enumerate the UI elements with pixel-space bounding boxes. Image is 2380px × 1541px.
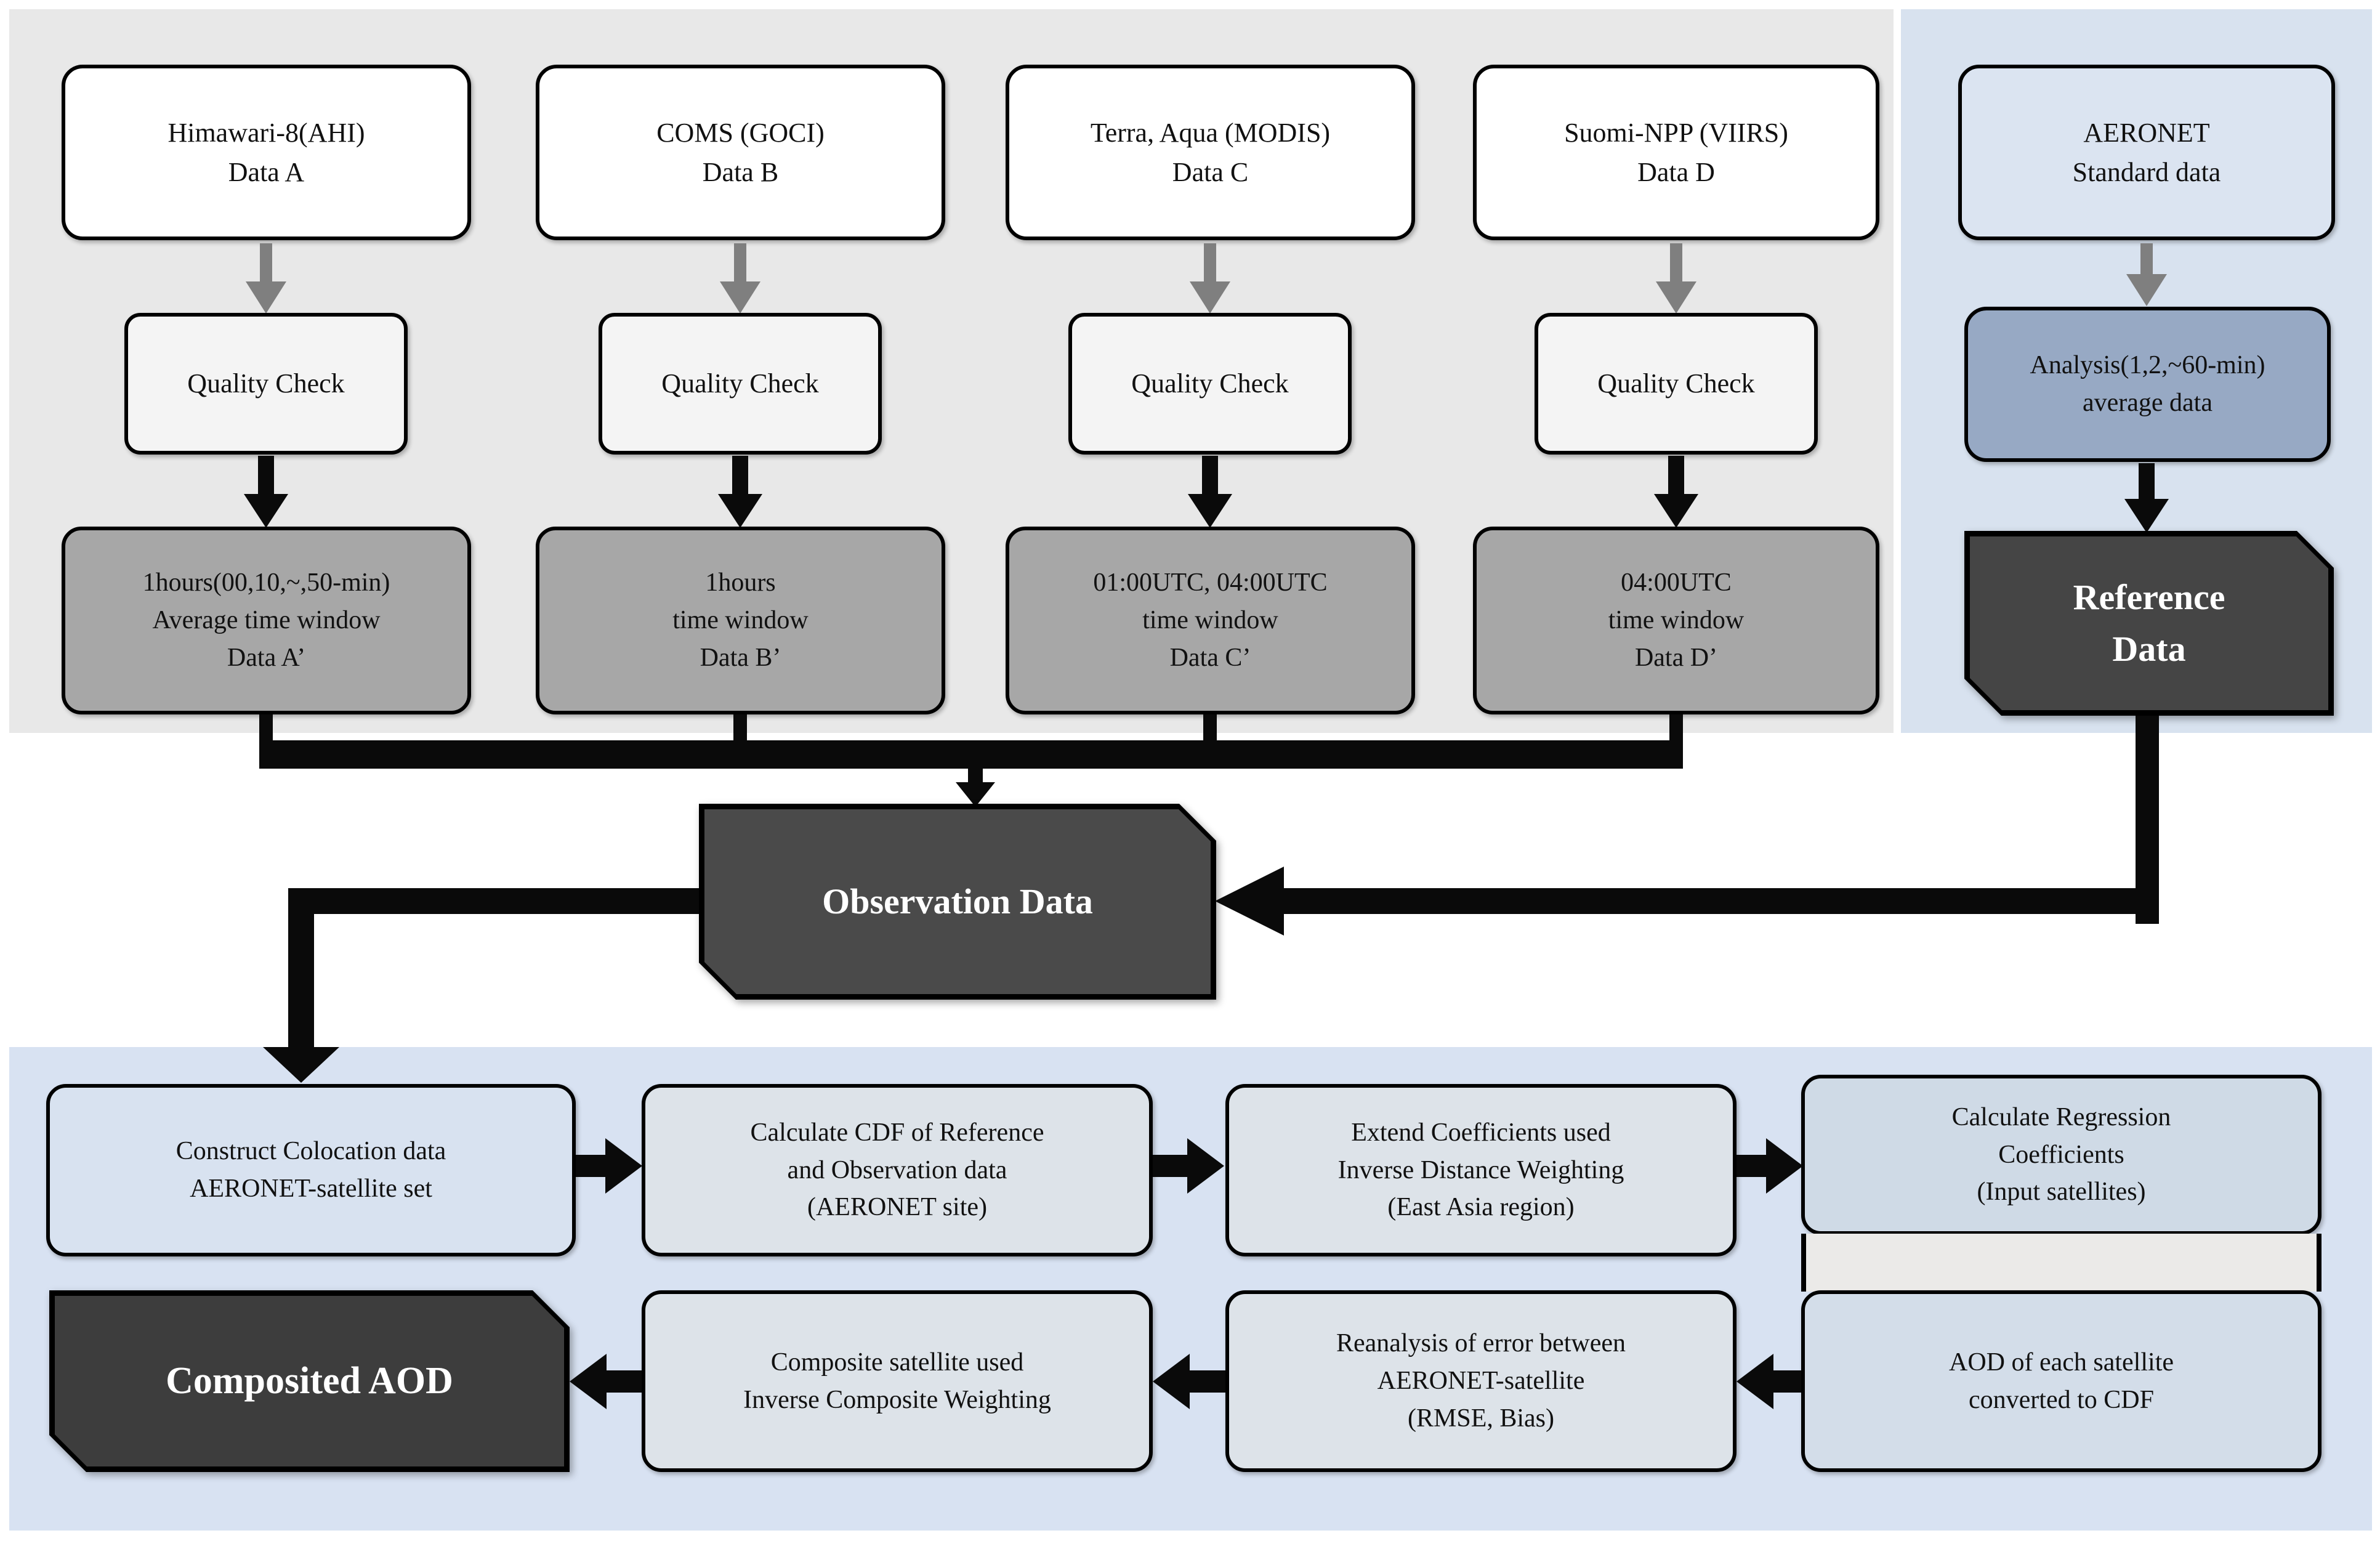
arrow-quality-d-to-window-stem: [1668, 456, 1684, 494]
observation-data-box-label: Observation Data: [822, 881, 1093, 921]
merge-bar: [259, 740, 1683, 769]
arrow-himawari-to-quality-head: [246, 281, 286, 313]
regression-box-label: Calculate Regression Coefficients (Input…: [1951, 1102, 2171, 1207]
extend-coefficients-box-label: Extend Coefficients used Inverse Distanc…: [1337, 1118, 1624, 1222]
regression-box: Calculate Regression Coefficients (Input…: [1801, 1075, 2322, 1235]
colocation-box-label: Construct Colocation data AERONET-satell…: [175, 1137, 446, 1203]
source-box-coms: COMS (GOCI) Data B: [536, 65, 945, 240]
cdf-box: Calculate CDF of Reference and Observati…: [642, 1084, 1153, 1256]
time-window-box-a-label: 1hours(00,10,~,50-min) Average time wind…: [142, 568, 390, 672]
connector-observation-to-colocation-vertical: [288, 888, 314, 1048]
source-box-coms-label: COMS (GOCI) Data B: [656, 117, 825, 187]
connector-stub-d: [1669, 714, 1683, 742]
arrow-merge-to-observation-stem: [968, 769, 983, 783]
arrow-coms-to-quality-stem: [734, 243, 746, 281]
composite-weighting-box-label: Composite satellite used Inverse Composi…: [743, 1348, 1051, 1414]
extend-coefficients-box: Extend Coefficients used Inverse Distanc…: [1225, 1084, 1737, 1256]
arrow-quality-c-to-window-stem: [1202, 456, 1218, 494]
arrow-quality-c-to-window-head: [1188, 494, 1232, 528]
connector-stub-a: [259, 714, 273, 742]
source-box-himawari-label: Himawari-8(AHI) Data A: [167, 117, 365, 187]
arrow-aeronet-to-analysis-stem: [2140, 243, 2153, 274]
quality-check-box-c-label: Quality Check: [1131, 368, 1289, 399]
source-box-aeronet-label: AERONET Standard data: [2072, 117, 2221, 187]
composite-weighting-box: Composite satellite used Inverse Composi…: [642, 1290, 1153, 1472]
time-window-box-d: 04:00UTC time window Data D’: [1473, 527, 1879, 714]
quality-check-box-d-label: Quality Check: [1597, 368, 1755, 399]
connector-stub-b: [733, 714, 747, 742]
arrow-viirs-to-quality-head: [1656, 281, 1696, 313]
composited-aod-box-fill: [55, 1296, 564, 1466]
arrow-merge-to-observation-head: [956, 782, 995, 807]
quality-check-box-d: Quality Check: [1535, 313, 1818, 455]
source-box-modis-label: Terra, Aqua (MODIS) Data C: [1090, 117, 1331, 187]
arrow-analysis-to-reference-stem: [2139, 463, 2155, 499]
arrow-aodcdf-to-reanalysis-stem: [1773, 1370, 1801, 1393]
time-window-box-c: 01:00UTC, 04:00UTC time window Data C’: [1006, 527, 1415, 714]
arrow-colocation-to-cdf-stem: [576, 1155, 605, 1177]
colocation-box: Construct Colocation data AERONET-satell…: [46, 1084, 576, 1256]
connector-observation-to-colocation-horizontal: [288, 888, 699, 914]
quality-check-box-b-label: Quality Check: [661, 368, 819, 399]
arrow-quality-b-to-window-head: [718, 494, 762, 528]
source-box-modis: Terra, Aqua (MODIS) Data C: [1006, 65, 1415, 240]
source-box-viirs: Suomi-NPP (VIIRS) Data D: [1473, 65, 1879, 240]
cdf-box-label: Calculate CDF of Reference and Observati…: [750, 1118, 1044, 1222]
time-window-box-b-label: 1hours time window Data B’: [672, 568, 809, 672]
arrow-analysis-to-reference-head: [2124, 499, 2169, 533]
arrow-modis-to-quality-stem: [1204, 243, 1216, 281]
arrow-quality-d-to-window-head: [1654, 494, 1698, 528]
arrow-coms-to-quality-head: [720, 281, 760, 313]
arrow-quality-b-to-window-stem: [732, 456, 748, 494]
reference-data-box-label: Reference Data: [2073, 576, 2225, 669]
arrow-extend-to-regression-stem: [1737, 1155, 1766, 1177]
arrow-composite-to-composited-head: [570, 1354, 607, 1409]
time-window-box-b: 1hours time window Data B’: [536, 527, 945, 714]
quality-check-box-a-label: Quality Check: [187, 368, 345, 399]
connector-reference-to-observation-horizontal: [1284, 888, 2159, 914]
time-window-box-c-label: 01:00UTC, 04:00UTC time window Data C’: [1093, 568, 1328, 672]
arrow-quality-a-to-window-head: [244, 494, 288, 528]
reference-data-box: Reference Data: [1964, 531, 2334, 716]
aod-cdf-box: AOD of each satellite converted to CDF: [1801, 1290, 2322, 1472]
arrow-cdf-to-extend-stem: [1153, 1155, 1187, 1177]
reanalysis-box-label: Reanalysis of error between AERONET-sate…: [1336, 1329, 1626, 1433]
composited-aod-box: Composited AOD: [49, 1290, 570, 1472]
arrow-modis-to-quality-head: [1190, 281, 1230, 313]
quality-check-box-b: Quality Check: [599, 313, 882, 455]
arrow-reanalysis-to-composite-head: [1153, 1354, 1190, 1409]
time-window-box-a: 1hours(00,10,~,50-min) Average time wind…: [62, 527, 471, 714]
reference-data-box-fill: [1970, 536, 2328, 710]
arrow-cdf-to-extend-head: [1187, 1138, 1224, 1194]
arrow-reanalysis-to-composite-stem: [1190, 1370, 1225, 1393]
connector-regression-to-aodcdf: [1801, 1234, 2322, 1292]
arrow-extend-to-regression-head: [1766, 1138, 1803, 1194]
observation-data-box-fill: [704, 809, 1211, 994]
arrow-aodcdf-to-reanalysis-head: [1737, 1354, 1773, 1409]
time-window-box-d-label: 04:00UTC time window Data D’: [1608, 568, 1745, 672]
analysis-average-box: Analysis(1,2,~60-min) average data: [1964, 307, 2331, 462]
source-box-viirs-label: Suomi-NPP (VIIRS) Data D: [1564, 117, 1788, 187]
arrow-himawari-to-quality-stem: [260, 243, 272, 281]
arrow-quality-a-to-window-stem: [258, 456, 274, 494]
arrow-composite-to-composited-stem: [607, 1370, 642, 1393]
arrow-colocation-to-cdf-head: [605, 1138, 642, 1194]
observation-data-box: Observation Data: [699, 804, 1216, 1000]
connector-reference-to-observation-head: [1215, 867, 1284, 936]
quality-check-box-a: Quality Check: [124, 313, 408, 455]
analysis-average-box-label: Analysis(1,2,~60-min) average data: [2030, 351, 2265, 417]
arrow-aeronet-to-analysis-head: [2126, 274, 2167, 306]
source-box-aeronet: AERONET Standard data: [1958, 65, 2335, 240]
connector-stub-c: [1203, 714, 1217, 742]
quality-check-box-c: Quality Check: [1068, 313, 1352, 455]
aod-cdf-box-label: AOD of each satellite converted to CDF: [1948, 1348, 2174, 1414]
reanalysis-box: Reanalysis of error between AERONET-sate…: [1225, 1290, 1737, 1472]
connector-observation-to-colocation-head: [263, 1047, 339, 1083]
source-box-himawari: Himawari-8(AHI) Data A: [62, 65, 471, 240]
arrow-viirs-to-quality-stem: [1670, 243, 1682, 281]
composited-aod-box-label: Composited AOD: [166, 1359, 453, 1402]
